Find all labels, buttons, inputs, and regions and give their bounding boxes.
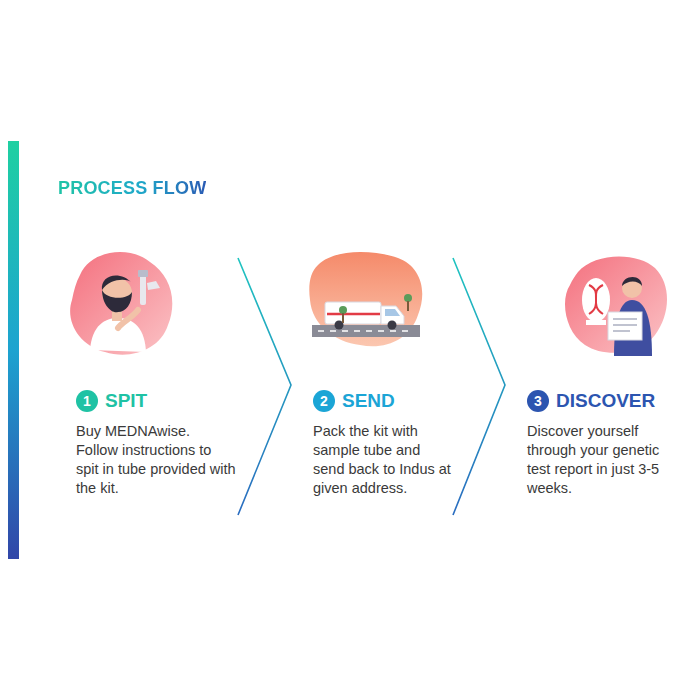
process-step: 3 DISCOVER Discover yourself through your … bbox=[527, 390, 677, 498]
flow-chevron bbox=[238, 258, 291, 515]
step-number: 2 bbox=[313, 390, 335, 412]
step-number: 1 bbox=[76, 390, 98, 412]
spit-illustration bbox=[70, 252, 172, 355]
diagram-title: PROCESS FLOW bbox=[58, 178, 206, 199]
step-label: SPIT bbox=[105, 390, 147, 412]
step-number: 3 bbox=[527, 390, 549, 412]
process-step: 1 SPIT Buy MEDNAwise. Follow instructions … bbox=[76, 390, 236, 498]
discover-illustration bbox=[565, 256, 667, 356]
step-description: Discover yourself through your genetic t… bbox=[527, 422, 677, 498]
process-step: 2 SEND Pack the kit with sample tube and s… bbox=[313, 390, 451, 498]
step-description: Pack the kit with sample tube and send b… bbox=[313, 422, 451, 498]
step-label: SEND bbox=[342, 390, 395, 412]
step-label: DISCOVER bbox=[556, 390, 655, 412]
side-bar bbox=[8, 141, 19, 559]
send-illustration bbox=[309, 252, 422, 346]
flow-chevron bbox=[453, 258, 505, 515]
step-header: 2 SEND bbox=[313, 390, 451, 412]
step-description: Buy MEDNAwise. Follow instructions to sp… bbox=[76, 422, 236, 498]
step-header: 1 SPIT bbox=[76, 390, 236, 412]
step-header: 3 DISCOVER bbox=[527, 390, 677, 412]
